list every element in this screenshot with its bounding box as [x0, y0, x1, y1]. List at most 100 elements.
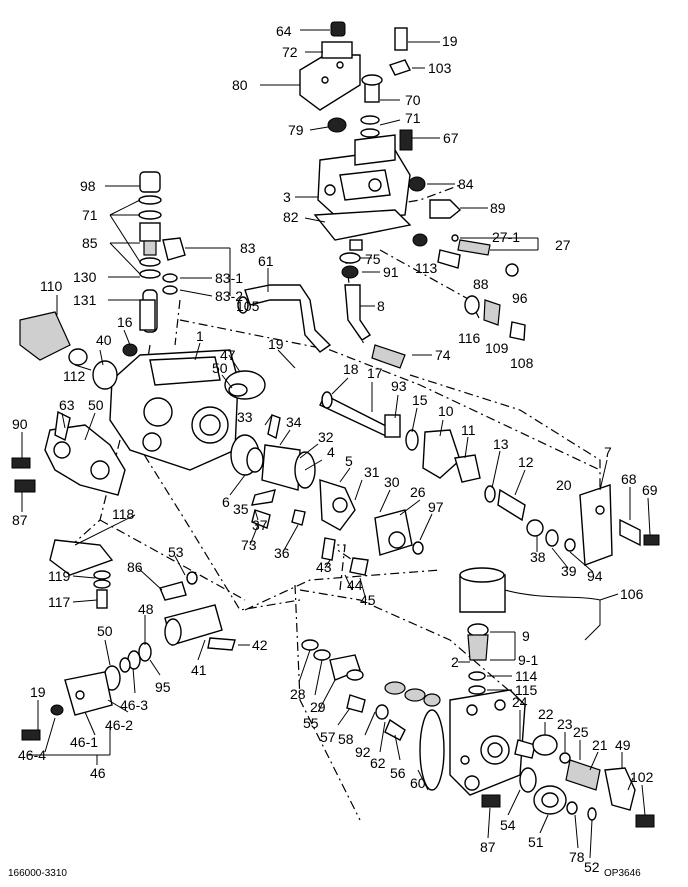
fuel-connector-stack [138, 171, 332, 353]
callout-21: 21 [592, 737, 608, 753]
callout-20: 20 [556, 477, 572, 493]
callout-54: 54 [500, 817, 516, 833]
callout-16: 16 [117, 314, 133, 330]
callout-118: 118 [112, 506, 135, 522]
callout-46-4: 46-4 [18, 747, 46, 763]
callout-96: 96 [512, 290, 528, 306]
callout-84: 84 [458, 176, 474, 192]
callout-83-2: 83-2 [215, 288, 243, 304]
callout-53: 53 [168, 544, 184, 560]
callout-50-left: 50 [88, 397, 104, 413]
callout-91: 91 [383, 264, 399, 280]
callout-60: 60 [410, 775, 426, 791]
callout-56: 56 [390, 765, 406, 781]
callout-35: 35 [233, 501, 249, 517]
callout-27: 27 [555, 237, 571, 253]
callout-51: 51 [528, 834, 544, 850]
callout-36: 36 [274, 545, 290, 561]
callout-119: 119 [48, 568, 71, 584]
callout-52: 52 [584, 859, 600, 875]
plate-code: OP3646 [604, 868, 641, 879]
governor-cover-assembly [299, 21, 526, 341]
callout-19: 19 [442, 33, 458, 49]
callout-46: 46 [90, 765, 106, 781]
callout-22: 22 [538, 706, 554, 722]
callout-11: 11 [461, 422, 476, 438]
callout-110: 110 [40, 278, 63, 294]
callout-106: 106 [620, 586, 644, 602]
callout-63: 63 [59, 397, 75, 413]
callout-88: 88 [473, 276, 489, 292]
callout-46-2: 46-2 [105, 717, 133, 733]
callout-83: 83 [240, 240, 256, 256]
callout-71-left: 71 [82, 207, 98, 223]
callout-117: 117 [48, 594, 71, 610]
callout-3: 3 [283, 189, 291, 205]
callout-89: 89 [490, 200, 506, 216]
callout-90: 90 [12, 416, 28, 432]
callout-87-lower: 87 [480, 839, 496, 855]
callout-42: 42 [252, 637, 268, 653]
callout-50-lower: 50 [97, 623, 113, 639]
callout-7: 7 [604, 444, 612, 460]
callout-105: 105 [236, 298, 260, 314]
callout-47: 47 [220, 347, 236, 363]
callout-24: 24 [512, 694, 528, 710]
callout-13: 13 [493, 436, 509, 452]
callout-82: 82 [283, 209, 299, 225]
callout-23: 23 [557, 716, 573, 732]
callout-115: 115 [515, 682, 538, 698]
callout-46-3: 46-3 [120, 697, 148, 713]
callout-38: 38 [530, 549, 546, 565]
callout-25: 25 [573, 724, 589, 740]
distributor-head-assembly [301, 639, 655, 828]
callout-43: 43 [316, 559, 332, 575]
callout-55: 55 [303, 715, 319, 731]
callout-17: 17 [367, 365, 383, 381]
callout-103: 103 [428, 60, 452, 76]
callout-9-1: 9-1 [518, 652, 538, 668]
callout-4: 4 [327, 444, 335, 460]
leader-lines [21, 29, 651, 859]
callout-31: 31 [364, 464, 380, 480]
drawing-number: 166000-3310 [8, 868, 67, 879]
callout-87-left: 87 [12, 512, 28, 528]
callout-2: 2 [451, 654, 459, 670]
callout-6: 6 [222, 494, 230, 510]
callout-18: 18 [343, 361, 359, 377]
callout-29: 29 [310, 699, 326, 715]
callout-71: 71 [405, 110, 421, 126]
callout-67: 67 [443, 130, 459, 146]
callout-30: 30 [384, 474, 400, 490]
callout-46-1: 46-1 [70, 734, 98, 750]
callout-61: 61 [258, 253, 274, 269]
callout-102: 102 [630, 769, 654, 785]
callout-26: 26 [410, 484, 426, 500]
callout-86: 86 [127, 559, 143, 575]
callout-68: 68 [621, 471, 637, 487]
callout-131: 131 [73, 292, 97, 308]
callout-94: 94 [587, 568, 603, 584]
callout-97: 97 [428, 499, 444, 515]
callout-57: 57 [320, 729, 336, 745]
callout-85: 85 [82, 235, 98, 251]
callout-69: 69 [642, 482, 658, 498]
callout-19-mid: 19 [268, 336, 284, 352]
callout-40: 40 [96, 332, 112, 348]
callout-34: 34 [286, 414, 302, 430]
callout-112: 112 [63, 368, 86, 384]
callout-130: 130 [73, 269, 97, 285]
callout-33: 33 [237, 409, 253, 425]
feed-pump-assembly [11, 410, 236, 741]
callout-114: 114 [515, 668, 538, 684]
callout-10: 10 [438, 403, 454, 419]
callout-108: 108 [510, 355, 534, 371]
callout-113: 113 [415, 260, 438, 276]
callout-50-top: 50 [212, 360, 228, 376]
callout-93: 93 [391, 378, 407, 394]
drive-shaft-assembly [230, 391, 660, 576]
pump-housing [19, 299, 406, 471]
callout-15: 15 [412, 392, 428, 408]
callout-62: 62 [370, 755, 386, 771]
